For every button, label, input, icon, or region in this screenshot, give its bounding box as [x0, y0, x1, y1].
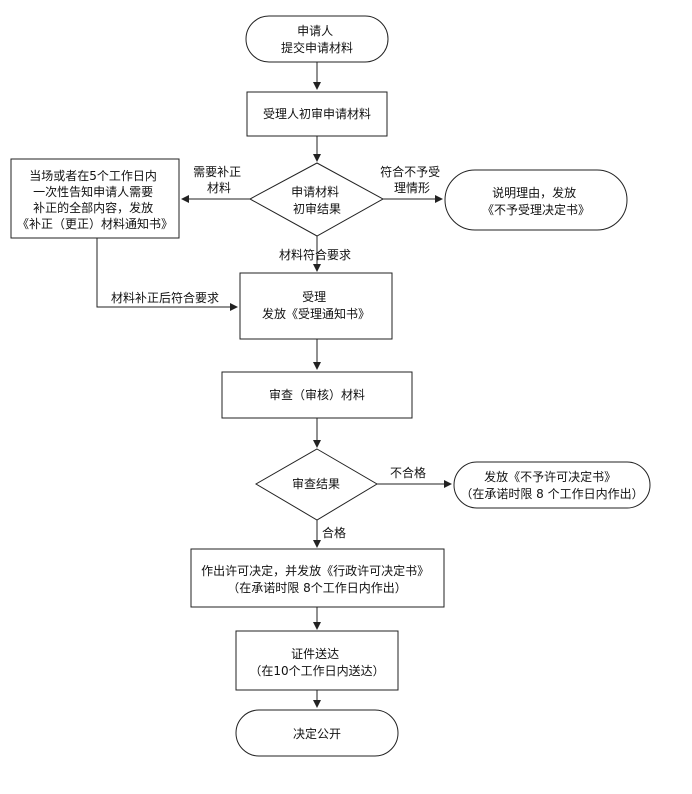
node-examination-shape	[221, 371, 413, 419]
node-correction-notice-shape	[10, 158, 180, 239]
edge-examination-to-exam-result	[313, 418, 321, 448]
edge-qualified	[313, 520, 321, 548]
node-public-label: 决定公开	[293, 726, 341, 741]
edge-corrected-meets-label: 材料补正后符合要求	[111, 290, 219, 305]
edge-not-acceptable-label: 符合不予受 理情形	[380, 164, 444, 195]
node-initial-result-label: 申请材料 初审结果	[291, 185, 343, 216]
edge-need-correction	[181, 195, 250, 203]
edge-meets-requirements-label: 材料符合要求	[279, 247, 351, 262]
node-applicant-shape	[245, 15, 389, 63]
shapes	[10, 15, 651, 757]
node-denial-shape	[453, 461, 651, 509]
node-public-shape	[235, 709, 399, 757]
node-initial-result-shape	[248, 162, 385, 237]
node-delivery-shape	[235, 630, 399, 691]
edges	[96, 62, 452, 708]
node-reject-acceptance-shape	[444, 169, 628, 231]
node-labels: 申请人 提交申请材料 受理人初审申请材料 申请材料 初审结果 当场或者在5个工作…	[17, 24, 644, 741]
edge-not-acceptable	[383, 195, 443, 203]
node-exam-result-shape	[255, 448, 378, 521]
edge-labels: 需要补正 材料 符合不予受 理情形 材料符合要求 材料补正后符合要求 不合格 合…	[111, 164, 444, 540]
edge-applicant-to-initial-review	[313, 62, 321, 90]
edge-acceptance-to-examination	[313, 339, 321, 370]
node-delivery-label: 证件送达 （在10个工作日内送达）	[249, 646, 384, 678]
edge-decision-to-delivery	[313, 607, 321, 630]
node-acceptance-shape	[239, 272, 393, 340]
edge-need-correction-label: 需要补正 材料	[193, 165, 245, 195]
edge-delivery-to-public	[313, 690, 321, 708]
node-correction-notice-label: 当场或者在5个工作日内 一次性告知申请人需要 补正的全部内容，发放 《补正（更正…	[17, 169, 173, 231]
node-reject-acceptance-label: 说明理由，发放 《不予受理决定书》	[482, 185, 590, 217]
node-examination-label: 审查（审核）材料	[269, 387, 365, 402]
node-exam-result-label: 审查结果	[292, 476, 340, 491]
node-decision-label: 作出许可决定，并发放《行政许可决定书》 （在承诺时限 8个工作日内作出）	[201, 563, 433, 595]
node-applicant-label: 申请人 提交申请材料	[281, 24, 353, 55]
edge-initial-review-to-initial-result	[313, 136, 321, 162]
node-acceptance-label: 受理 发放《受理通知书》	[262, 290, 370, 321]
edge-unqualified-label: 不合格	[390, 465, 426, 480]
edge-meets-requirements	[313, 236, 321, 272]
node-initial-review-shape	[246, 91, 388, 137]
edge-unqualified	[377, 480, 452, 488]
edge-qualified-label: 合格	[322, 525, 346, 540]
node-initial-review-label: 受理人初审申请材料	[263, 106, 371, 121]
node-decision-shape	[190, 548, 445, 608]
edge-corrected-meets	[96, 238, 238, 311]
node-denial-label: 发放《不予许可决定书》 （在承诺时限 8 个工作日内作出）	[460, 469, 643, 501]
